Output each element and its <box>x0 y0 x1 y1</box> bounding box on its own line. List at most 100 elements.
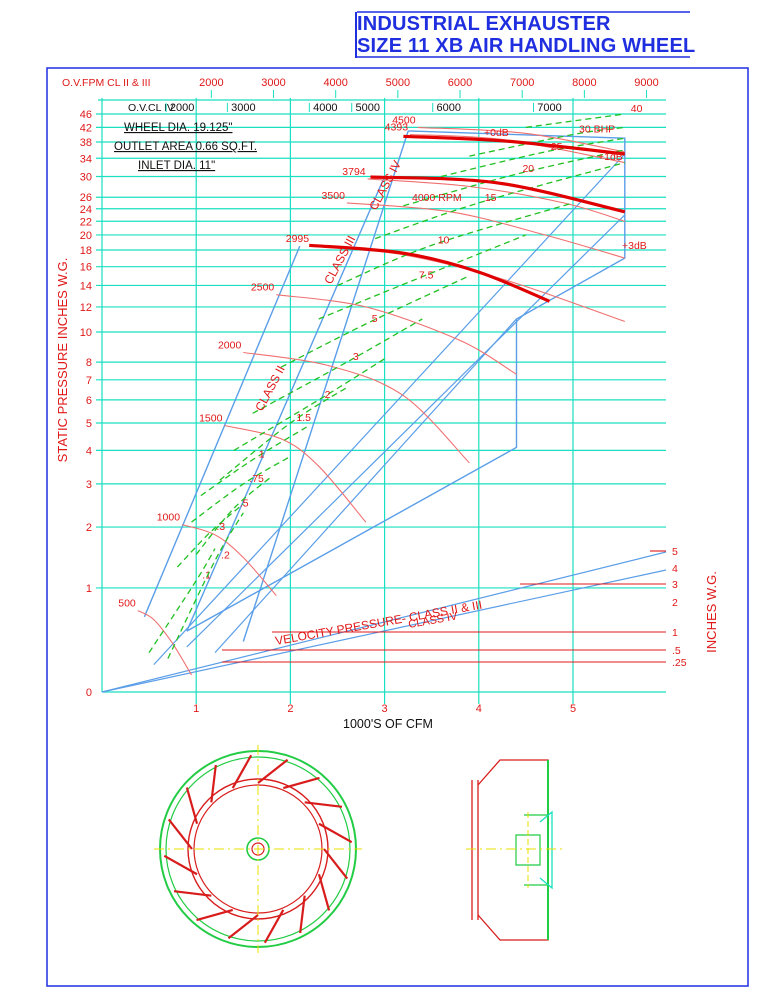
y-tick-label: 7 <box>86 375 92 387</box>
top-axis-1-tick: 9000 <box>634 77 658 89</box>
rpm-curve-label: 1500 <box>199 413 223 425</box>
y-tick-label: 5 <box>86 418 92 430</box>
y-tick-label: 8 <box>86 357 92 369</box>
rpm-curve <box>224 424 367 523</box>
bhp-curve <box>200 424 310 497</box>
bhp-curve-label: 10 <box>438 234 450 246</box>
rpm-curve <box>181 524 277 596</box>
x-tick-label: 3 <box>382 703 388 715</box>
bhp-curve <box>403 149 625 207</box>
vp-tick-label: 4 <box>672 563 678 575</box>
bhp-curve <box>252 318 423 414</box>
sheet-border <box>46 67 749 987</box>
bhp-curve <box>440 137 625 178</box>
y-tick-label: 18 <box>80 245 92 257</box>
sound-curves <box>309 134 626 303</box>
top-axis-1-tick: 8000 <box>572 77 596 89</box>
rpm-curve-label: 2995 <box>286 233 310 245</box>
top-axis-2-tick: 4000 <box>313 102 337 114</box>
rpm-curve <box>346 202 625 259</box>
top-axis-1-tick: 3000 <box>261 77 285 89</box>
bhp-curve <box>195 476 273 555</box>
y-tick-label: 20 <box>80 230 92 242</box>
spec-wheel-dia: WHEEL DIA. 19.125" <box>124 122 232 134</box>
x-axis-title: 1000'S OF CFM <box>343 717 433 731</box>
db-3-label: +3dB <box>622 240 647 252</box>
wheel-front-view <box>154 745 362 953</box>
x-tick-label: 1 <box>193 703 199 715</box>
vp-tick-label: 1 <box>672 627 678 639</box>
bhp-curve <box>318 234 527 320</box>
y-tick-label: 26 <box>80 192 92 204</box>
side-inlet-plate <box>471 780 479 920</box>
wheel-side-view <box>466 759 562 941</box>
vp-tick-label: .5 <box>672 645 681 657</box>
rpm-curve-label: 2500 <box>251 282 275 294</box>
y-tick-label: 46 <box>80 109 92 121</box>
top-axis-2-tick: 5000 <box>355 102 379 114</box>
sound-curve <box>370 175 626 214</box>
class-boundary-line <box>186 130 626 632</box>
rpm-curve-label: 3500 <box>322 190 346 202</box>
wheel-blade <box>323 848 349 880</box>
top-axis-1-tick: 4000 <box>323 77 347 89</box>
y-tick-label: 34 <box>80 153 92 165</box>
spec-outlet-area: OUTLET AREA 0.66 SQ.FT. <box>114 141 257 153</box>
bhp-curve <box>191 455 291 523</box>
wheel-blade <box>196 908 234 922</box>
bhp-curve-label: .1 <box>202 570 211 582</box>
right-axis-title: INCHES W.G. <box>704 571 719 653</box>
bhp-curve <box>280 275 470 368</box>
top-axis-1-tick: 6000 <box>448 77 472 89</box>
wheel-blade <box>263 909 285 944</box>
axis-labels: 1000'S OF CFM STATIC PRESSURE INCHES W.G.… <box>55 258 719 731</box>
bhp-curve-label: 40 <box>631 103 643 115</box>
y-tick-label: 14 <box>80 280 92 292</box>
rpm-curve-label: 500 <box>118 598 136 610</box>
bhp-curve-label: .75 <box>249 473 264 485</box>
title-line-1: INDUSTRIAL EXHAUSTER <box>357 13 611 35</box>
vp-tick-label: 5 <box>672 546 678 558</box>
db-0-label: +0dB <box>484 127 509 139</box>
system-line <box>153 153 626 666</box>
rpm-curve-label: 4393 <box>385 122 409 134</box>
vp-tick-label: 3 <box>672 579 678 591</box>
wheel-blade <box>231 754 253 789</box>
rpm-curve <box>137 610 192 676</box>
class-limit-line <box>143 245 301 618</box>
bhp-curve <box>176 503 244 568</box>
rpm-curve <box>243 351 470 464</box>
class-limit-lines <box>143 130 626 666</box>
side-hub <box>515 814 548 886</box>
wheel-blade <box>163 854 198 876</box>
y-axis-title: STATIC PRESSURE INCHES W.G. <box>55 258 70 463</box>
wheel-blade <box>299 895 306 934</box>
rpm-curve-label: 4500 <box>392 114 416 126</box>
bhp-curve-label: 20 <box>522 163 534 175</box>
system-line <box>214 318 517 654</box>
bhp-curve <box>219 386 348 481</box>
rpm-curve-label: 3794 <box>342 166 366 178</box>
top-axis-2-tick: 3000 <box>231 102 255 114</box>
y-tick-label: 2 <box>86 522 92 534</box>
y-tick-label: 4 <box>86 445 92 457</box>
top-axis-1-tick: 5000 <box>386 77 410 89</box>
y-tick-label: 42 <box>80 122 92 134</box>
rpm-curve <box>417 126 625 153</box>
bhp-curve-label: 1 <box>259 449 265 461</box>
y-tick-label: 22 <box>80 216 92 228</box>
top-axis-2-tick: 7000 <box>537 102 561 114</box>
wheel-specs: WHEEL DIA. 19.125" OUTLET AREA 0.66 SQ.F… <box>114 122 257 172</box>
wheel-blade <box>167 818 193 850</box>
sound-curve <box>403 134 625 156</box>
wheel-blade <box>210 764 217 803</box>
sound-curve <box>309 243 551 303</box>
rpm-curve-label: 1000 <box>157 512 181 524</box>
top-axis-1-title: O.V.FPM CL II & III <box>62 77 151 89</box>
bhp-curve-label: .2 <box>221 550 230 562</box>
wheel-blade <box>304 801 343 808</box>
